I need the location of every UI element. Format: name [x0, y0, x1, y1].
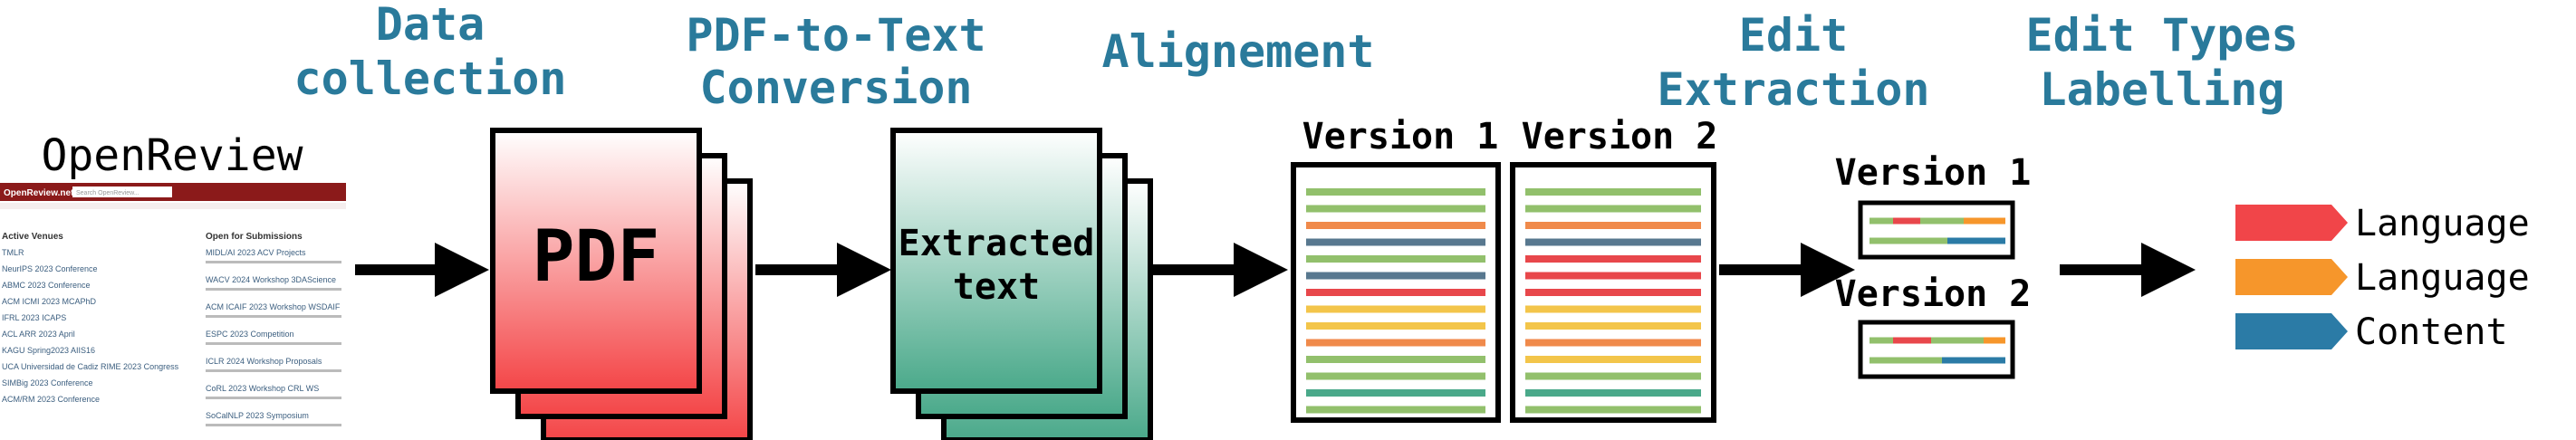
- submission-meta-line: [206, 315, 341, 318]
- extracted-label-line: text: [953, 266, 1040, 308]
- aligned-doc-v2-lines: [1525, 188, 1701, 414]
- submission-venue-link: ACM ICAIF 2023 Workshop WSDAIF: [206, 302, 341, 311]
- submission-meta-line: [206, 261, 341, 263]
- legend-swatch-tag: [2235, 313, 2348, 349]
- legend-label: Content: [2355, 311, 2508, 353]
- active-venue-link: KAGU Spring2023 AIIS16: [2, 346, 95, 355]
- step-data-collection: Data collection: [293, 0, 566, 105]
- step-title-line: Extraction: [1657, 63, 1929, 116]
- step-title-line: Labelling: [2040, 63, 2285, 116]
- submission-meta-line: [206, 342, 341, 345]
- openreview-page: [0, 181, 346, 407]
- step-edit-types: Edit Types Labelling: [2025, 9, 2298, 116]
- submission-meta-line: [206, 288, 341, 291]
- openreview-brand: OpenReview.net: [4, 188, 74, 198]
- text-page-front: [890, 128, 1102, 394]
- submission-venue-link: WACV 2024 Workshop 3DAScience: [206, 275, 336, 284]
- aligned-versions: Version 1 Version 2: [1291, 116, 1718, 423]
- active-venue-link: NeurIPS 2023 Conference: [2, 264, 98, 273]
- active-venue-link: ACM/RM 2023 Conference: [2, 395, 100, 404]
- submission-venue-link: ICLR 2024 Workshop Proposals: [206, 357, 322, 366]
- active-venue-link: ABMC 2023 Conference: [2, 281, 91, 290]
- legend-label: Language: [2355, 203, 2530, 244]
- active-venue-link: IFRL 2023 ICAPS: [2, 313, 66, 322]
- active-venue-link: ACL ARR 2023 April: [2, 330, 75, 339]
- submission-meta-line: [206, 424, 341, 426]
- step-title-line: collection: [293, 53, 566, 105]
- openreview-search-input: [72, 187, 172, 197]
- active-venue-link: TMLR: [2, 248, 24, 257]
- aligned-doc-v1-lines: [1306, 188, 1485, 414]
- legend-swatch-tag: [2235, 259, 2348, 295]
- step-pdf-to-text: PDF-to-Text Conversion: [686, 9, 985, 114]
- open-submissions-title: Open for Submissions: [206, 232, 303, 242]
- openreview-subbar: [0, 203, 346, 209]
- submission-venue-link: SoCalNLP 2023 Symposium: [206, 411, 309, 420]
- step-title-line: Alignement: [1101, 25, 1374, 78]
- extracted-text-stack: Extracted text: [890, 128, 1153, 440]
- active-venue-link: UCA Universidad de Cadiz RIME 2023 Congr…: [2, 362, 179, 371]
- openreview-heading: OpenReview: [42, 130, 303, 181]
- edit-version-2-label: Version 2: [1835, 273, 2032, 315]
- alignment-version-1-label: Version 1: [1302, 116, 1499, 158]
- pdf-stack: PDF: [490, 128, 753, 440]
- edit-box-v2: [1858, 320, 2015, 379]
- extracted-label-line: Extracted: [899, 223, 1095, 264]
- step-title-line: Conversion: [699, 62, 972, 114]
- step-alignment: Alignement: [1101, 25, 1374, 78]
- alignment-version-2-label: Version 2: [1522, 116, 1718, 158]
- submission-venue-link: ESPC 2023 Competition: [206, 330, 294, 339]
- active-venue-link: ACM ICMI 2023 MCAPhD: [2, 297, 97, 306]
- submission-venue-link: CoRL 2023 Workshop CRL WS: [206, 384, 319, 393]
- legend-swatch-tag: [2235, 205, 2348, 241]
- active-venue-link: SIMBig 2023 Conference: [2, 378, 93, 387]
- legend-label: Language: [2355, 257, 2530, 299]
- step-title-line: Edit: [1739, 9, 1848, 62]
- openreview-screenshot: OpenReview OpenReview.net Search OpenRev…: [0, 130, 346, 426]
- pdf-page-front: [490, 128, 702, 394]
- openreview-search-placeholder: Search OpenReview...: [76, 190, 139, 196]
- step-title-line: Edit Types: [2025, 9, 2298, 62]
- step-title-line: PDF-to-Text: [686, 9, 985, 62]
- edit-extraction: Version 1 Version 2: [1835, 152, 2032, 379]
- pdf-label: PDF: [533, 216, 660, 298]
- submission-meta-line: [206, 369, 341, 372]
- edit-box-v1: [1858, 200, 2015, 260]
- active-venues-title: Active Venues: [2, 232, 63, 242]
- step-edit-extraction: Edit Extraction: [1657, 9, 1929, 116]
- step-title-line: Data: [376, 0, 485, 51]
- submission-meta-line: [206, 397, 341, 399]
- edit-version-1-label: Version 1: [1835, 152, 2032, 194]
- submission-venue-link: MIDL/AI 2023 ACV Projects: [206, 248, 306, 257]
